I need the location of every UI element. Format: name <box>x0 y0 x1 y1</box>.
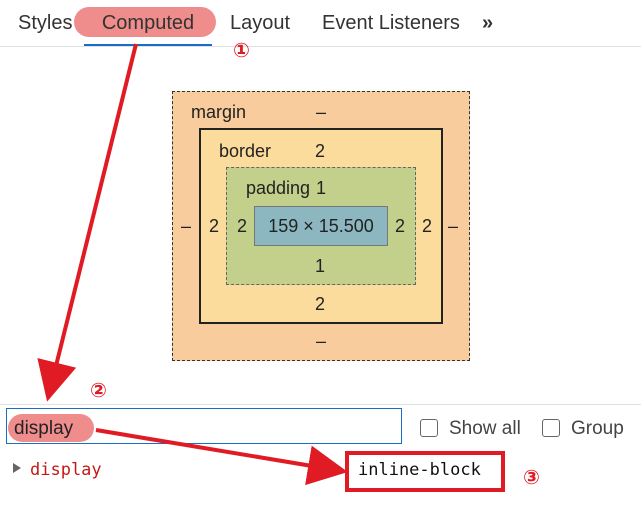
padding-right-value[interactable]: 2 <box>395 216 406 236</box>
box-model-content: 159 × 15.500 <box>254 206 388 246</box>
padding-top-value[interactable]: 1 <box>316 178 327 198</box>
group-label[interactable]: Group <box>571 418 624 439</box>
callout-one: ① <box>233 40 250 62</box>
padding-label: padding <box>246 178 311 198</box>
filter-input-value: display <box>14 418 74 439</box>
border-label: border <box>219 141 272 161</box>
margin-right-value[interactable]: – <box>448 216 459 236</box>
computed-highlight <box>74 7 216 37</box>
border-top-value[interactable]: 2 <box>315 141 326 161</box>
tab-computed[interactable]: Computed <box>74 0 216 46</box>
margin-top-value[interactable]: – <box>316 102 327 122</box>
filter-highlight <box>8 414 94 442</box>
tab-layout[interactable]: Layout <box>230 12 291 34</box>
callout-two: ② <box>90 380 107 402</box>
show-all-label[interactable]: Show all <box>449 418 521 439</box>
margin-label: margin <box>191 102 247 122</box>
border-right-value[interactable]: 2 <box>422 216 433 236</box>
active-tab-indicator <box>84 44 212 46</box>
border-left-value[interactable]: 2 <box>209 216 220 236</box>
border-bottom-value[interactable]: 2 <box>315 294 326 314</box>
tab-bar: Styles Computed Layout Event Listeners » <box>0 0 641 47</box>
property-value-annotation-box <box>345 451 505 492</box>
show-all-checkbox[interactable] <box>420 419 438 437</box>
group-checkbox[interactable] <box>542 419 560 437</box>
expand-triangle-icon[interactable] <box>13 463 21 473</box>
padding-left-value[interactable]: 2 <box>237 216 248 236</box>
margin-bottom-value[interactable]: – <box>316 331 327 351</box>
arrow-computed-to-filter <box>37 43 138 402</box>
padding-bottom-value[interactable]: 1 <box>315 256 326 276</box>
property-name[interactable]: display <box>30 460 102 480</box>
tab-event-listeners[interactable]: Event Listeners <box>322 12 460 34</box>
property-value[interactable]: inline-block <box>358 460 481 480</box>
tab-computed-label: Computed <box>101 12 195 34</box>
filter-toolbar <box>0 404 641 451</box>
callout-three: ③ <box>523 467 540 489</box>
tab-styles[interactable]: Styles <box>18 12 73 34</box>
margin-left-value[interactable]: – <box>181 216 192 236</box>
more-tabs-chevron-icon[interactable]: » <box>482 12 494 34</box>
